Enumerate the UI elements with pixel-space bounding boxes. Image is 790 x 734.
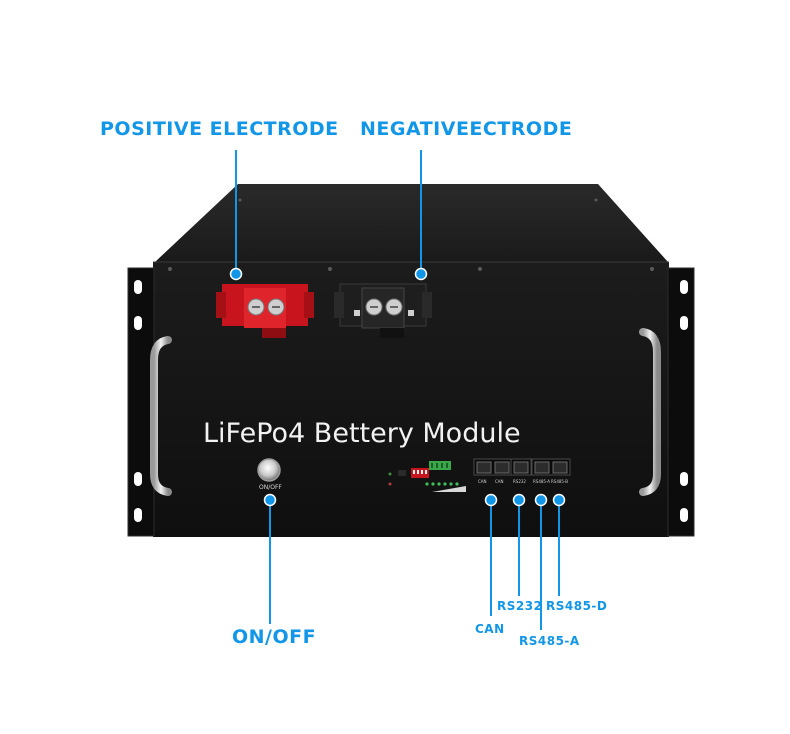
port-label-rs232: RS232 (513, 479, 526, 484)
callout-onoff: ON/OFF (232, 626, 317, 648)
callout-negative-electrode: NEGATIVEECTRODE (360, 118, 573, 140)
callout-positive-electrode: POSITIVE ELECTRODE (100, 118, 339, 140)
callout-lines (235, 150, 560, 630)
module-title: LiFePo4 Bettery Module (203, 418, 521, 449)
callout-rs485a: RS485-A (519, 634, 580, 648)
callout-rs232: RS232 (497, 599, 543, 613)
comm-ports (473, 458, 571, 476)
case-top (155, 184, 668, 262)
port-label-can-2: CAN (495, 479, 504, 484)
top-screws (168, 198, 654, 271)
power-button-icon (257, 458, 281, 482)
port-label-rs485b: RS485-B (551, 479, 568, 484)
right-rack-ear (667, 267, 695, 537)
left-handle (150, 336, 172, 496)
right-handle (639, 328, 661, 496)
positive-terminal (216, 284, 314, 338)
callout-markers (229, 267, 566, 507)
negative-terminal (334, 283, 432, 338)
port-label-can-1: CAN (478, 479, 487, 484)
control-panel (388, 461, 466, 492)
callout-can: CAN (475, 622, 505, 636)
switch-label: ON/OFF (259, 484, 282, 491)
callout-rs485d: RS485-D (546, 599, 608, 613)
port-label-rs485a: RS485-A (533, 479, 551, 484)
